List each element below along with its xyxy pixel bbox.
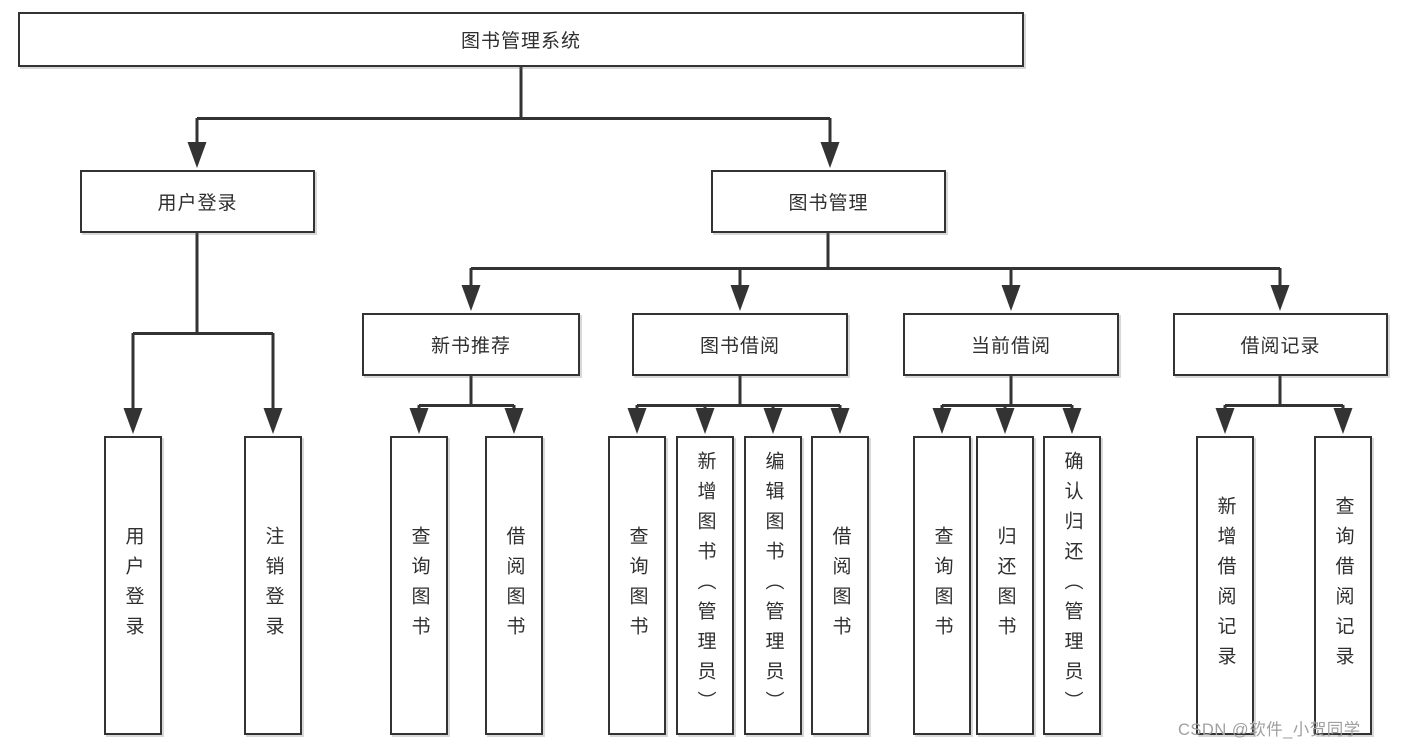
leaf-return-books-label: 归还图书 [994, 525, 1016, 646]
node-book-borrowing-label: 图书借阅 [699, 336, 780, 357]
node-new-book-recommendation: 新书推荐 [362, 313, 580, 376]
leaf-add-books-admin: 新增图书（管理员） [676, 436, 734, 735]
leaf-query-books-borrow: 查询图书 [608, 436, 666, 735]
leaf-borrow-books-label: 借阅图书 [829, 525, 851, 646]
leaf-logout: 注销登录 [244, 436, 302, 735]
leaf-user-login: 用户登录 [104, 436, 162, 735]
leaf-borrow-books-recommend-label: 借阅图书 [503, 525, 525, 646]
arrowheads [123, 142, 1353, 434]
node-book-management-label: 图书管理 [788, 193, 869, 214]
leaf-query-books-recommend-label: 查询图书 [408, 525, 430, 646]
leaf-edit-books-admin-label: 编辑图书（管理员） [762, 450, 784, 721]
node-user-login: 用户登录 [80, 170, 315, 233]
leaf-confirm-return-admin-label: 确认归还（管理员） [1061, 450, 1083, 721]
node-root: 图书管理系统 [18, 12, 1024, 67]
leaf-return-books: 归还图书 [976, 436, 1034, 735]
leaf-borrow-books: 借阅图书 [811, 436, 869, 735]
node-current-borrowing-label: 当前借阅 [970, 336, 1051, 357]
node-book-borrowing: 图书借阅 [632, 313, 848, 376]
leaf-borrow-books-recommend: 借阅图书 [485, 436, 543, 735]
leaf-query-books-recommend: 查询图书 [390, 436, 448, 735]
leaf-add-borrow-record: 新增借阅记录 [1196, 436, 1254, 735]
node-new-book-recommendation-label: 新书推荐 [430, 336, 511, 357]
node-borrowing-records-label: 借阅记录 [1240, 336, 1321, 357]
leaf-query-books-borrow-label: 查询图书 [626, 525, 648, 646]
csdn-watermark: CSDN @软件_小贺同学 [1178, 721, 1361, 739]
leaf-add-books-admin-label: 新增图书（管理员） [694, 450, 716, 721]
leaf-query-borrow-record: 查询借阅记录 [1314, 436, 1372, 735]
leaf-query-books-current-label: 查询图书 [931, 525, 953, 646]
node-root-label: 图书管理系统 [460, 31, 581, 52]
node-borrowing-records: 借阅记录 [1173, 313, 1388, 376]
leaf-user-login-label: 用户登录 [122, 525, 144, 646]
leaf-query-borrow-record-label: 查询借阅记录 [1332, 495, 1354, 676]
node-current-borrowing: 当前借阅 [903, 313, 1119, 376]
leaf-confirm-return-admin: 确认归还（管理员） [1043, 436, 1101, 735]
leaf-add-borrow-record-label: 新增借阅记录 [1214, 495, 1236, 676]
leaf-query-books-current: 查询图书 [913, 436, 971, 735]
node-user-login-label: 用户登录 [157, 193, 238, 214]
leaf-logout-label: 注销登录 [262, 525, 284, 646]
node-book-management: 图书管理 [711, 170, 946, 233]
leaf-edit-books-admin: 编辑图书（管理员） [744, 436, 802, 735]
